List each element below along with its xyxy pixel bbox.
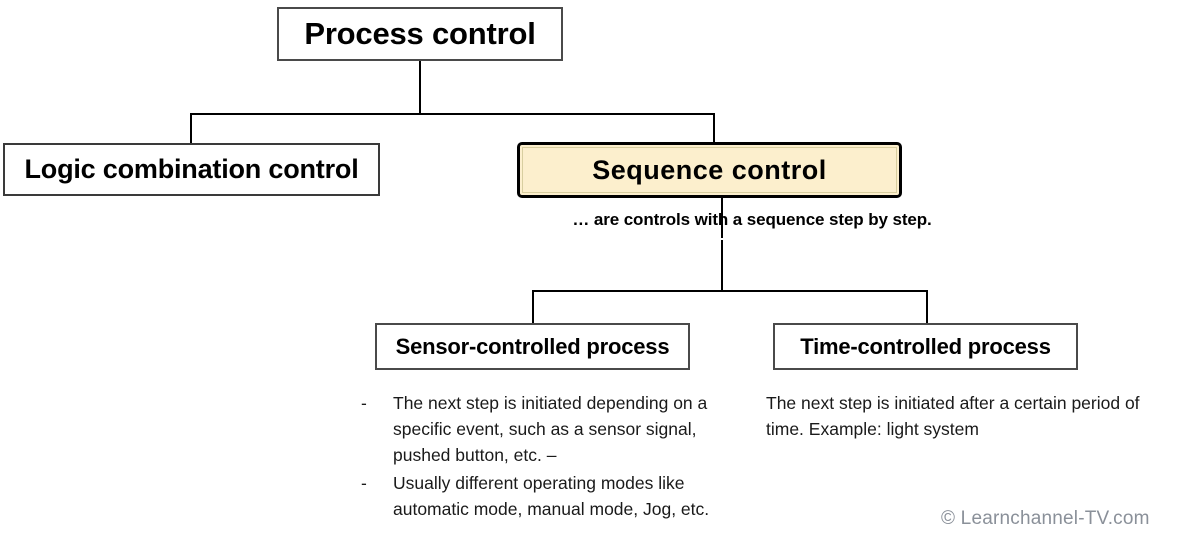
list-item-text: The next step is initiated depending on … xyxy=(393,393,708,465)
description-sensor-controlled: - The next step is initiated depending o… xyxy=(355,390,755,524)
node-sequence-control: Sequence control xyxy=(517,142,902,198)
bullet-dash: - xyxy=(361,393,367,413)
description-time-controlled: The next step is initiated after a certa… xyxy=(766,390,1181,442)
connector-lower-horizontal xyxy=(532,290,928,292)
sequence-control-subtitle: … are controls with a sequence step by s… xyxy=(572,210,932,229)
connector-sequence-down xyxy=(721,198,723,238)
description-paragraph: The next step is initiated after a certa… xyxy=(766,393,1140,439)
connector-subtitle-down xyxy=(721,240,723,292)
connector-time-drop xyxy=(926,290,928,324)
list-item: - Usually different operating modes like… xyxy=(355,470,755,522)
connector-logic-drop xyxy=(190,113,192,144)
connector-sensor-drop xyxy=(532,290,534,324)
node-process-control: Process control xyxy=(277,7,563,61)
list-item-text: Usually different operating modes like a… xyxy=(393,473,710,519)
connector-upper-horizontal xyxy=(190,113,715,115)
node-time-controlled-process: Time-controlled process xyxy=(773,323,1078,370)
connector-root-down xyxy=(419,61,421,114)
bullet-dash: - xyxy=(361,473,367,493)
copyright-watermark: © Learnchannel-TV.com xyxy=(941,508,1150,529)
node-logic-combination-control: Logic combination control xyxy=(3,143,380,196)
list-item: - The next step is initiated depending o… xyxy=(355,390,755,468)
node-sensor-controlled-process: Sensor-controlled process xyxy=(375,323,690,370)
connector-sequence-drop xyxy=(713,113,715,143)
